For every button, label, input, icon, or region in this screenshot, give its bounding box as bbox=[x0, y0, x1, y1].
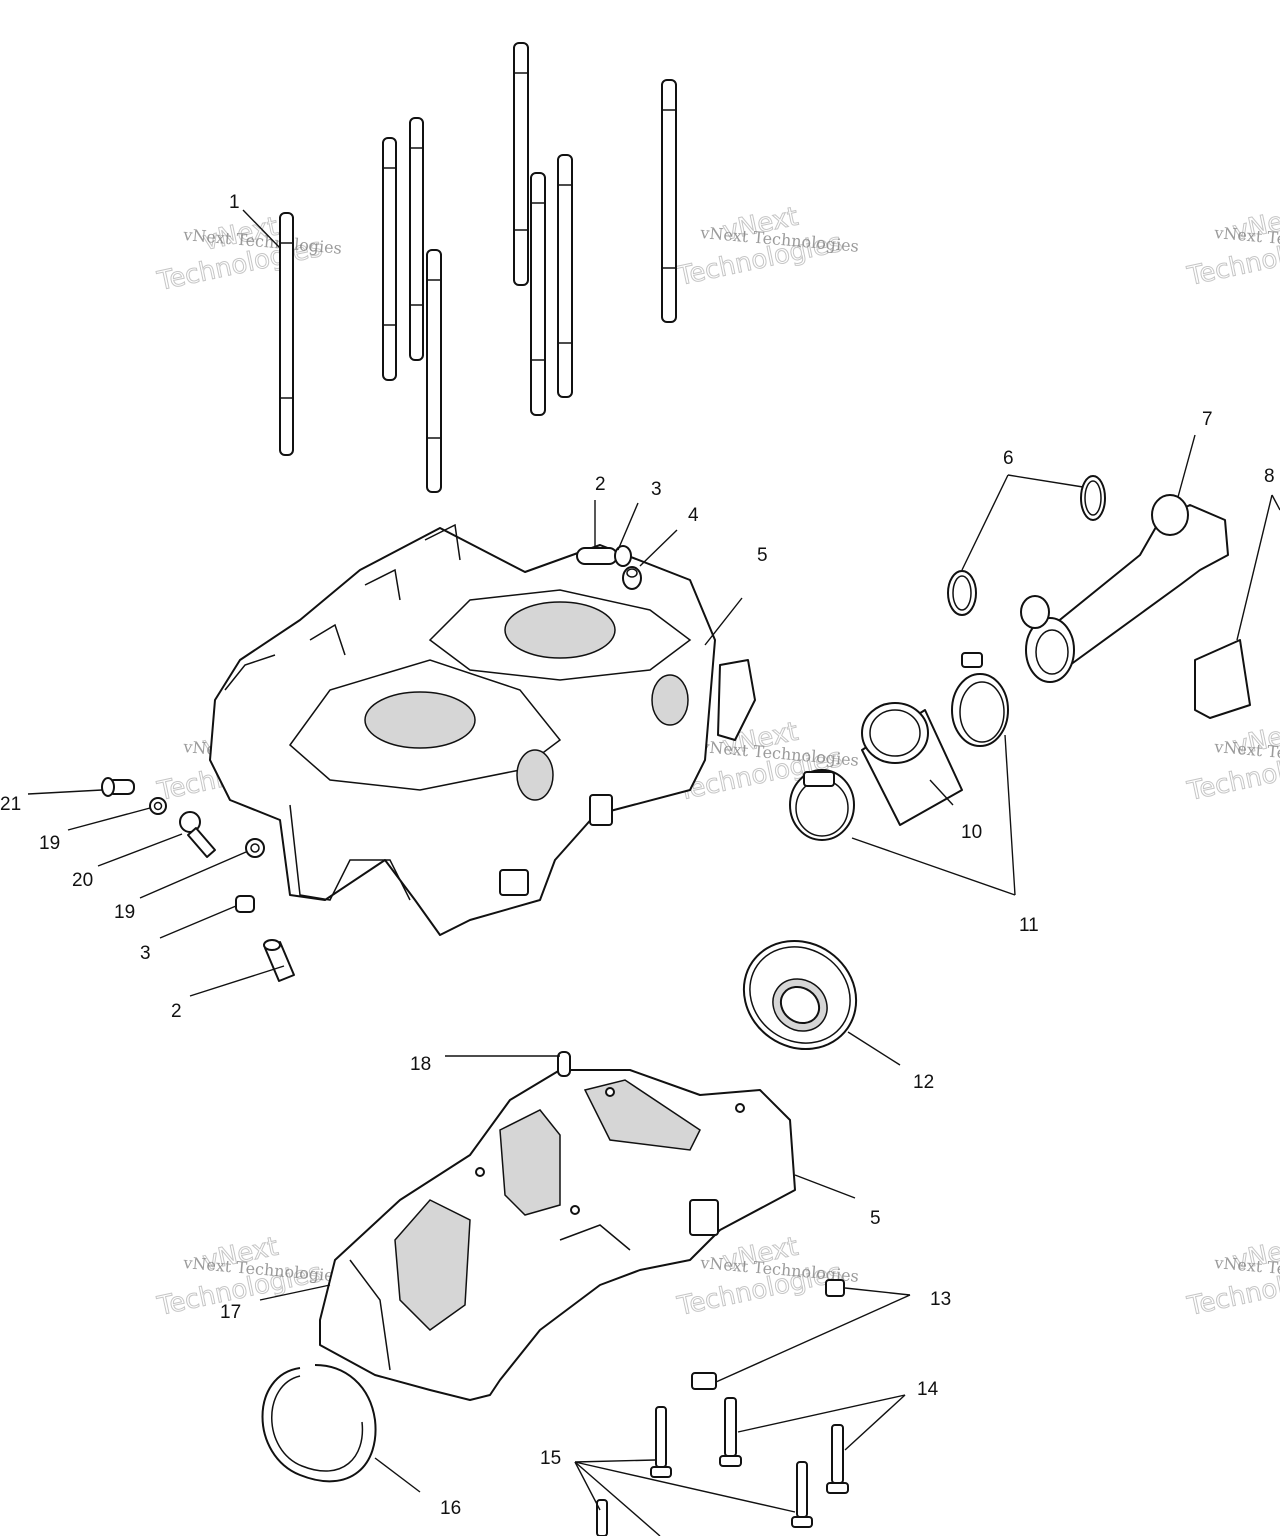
crankcase-bolt-short bbox=[791, 1461, 813, 1528]
hose-clamp bbox=[951, 652, 1009, 747]
watermark-bottom-right: vNext Technologies vNext Technologies bbox=[1184, 1231, 1280, 1322]
callout-12: 12 bbox=[913, 1072, 934, 1093]
callout-3: 3 bbox=[140, 943, 151, 964]
callout-18: 18 bbox=[410, 1054, 431, 1075]
sealing-washer bbox=[245, 838, 265, 858]
callout-17: 17 bbox=[220, 1302, 241, 1323]
callout-5: 5 bbox=[757, 545, 768, 566]
crankshaft-seal bbox=[742, 939, 858, 1051]
cylinder-studs bbox=[279, 42, 677, 493]
sealing-washer bbox=[149, 797, 167, 815]
callout-2: 2 bbox=[595, 474, 606, 495]
callout-19: 19 bbox=[114, 902, 135, 923]
coolant-hose bbox=[861, 702, 963, 826]
crankcase-bolt-short bbox=[596, 1499, 608, 1536]
lower-crankcase bbox=[319, 1069, 796, 1401]
o-ring-top bbox=[622, 566, 642, 590]
dowel-pin-top bbox=[576, 547, 618, 565]
callout-21: 21 bbox=[0, 794, 21, 815]
callout-15: 15 bbox=[540, 1448, 561, 1469]
crankcase-bolt-short bbox=[650, 1406, 672, 1478]
callout-4: 4 bbox=[688, 505, 699, 526]
stud bbox=[530, 172, 546, 416]
retaining-ring bbox=[261, 1364, 377, 1483]
crankcase-bolt bbox=[719, 1397, 742, 1467]
stud bbox=[557, 154, 573, 398]
callout-labels: 1 2 3 4 5 6 7 8 10 11 21 19 20 19 3 2 12… bbox=[0, 192, 1275, 1519]
stud bbox=[382, 137, 397, 381]
stud bbox=[426, 249, 442, 493]
dowel-pin-lower bbox=[557, 1051, 571, 1077]
dowel-pin bbox=[263, 939, 295, 982]
callout-5: 5 bbox=[870, 1208, 881, 1229]
watermark-top-center: vNext Technologies vNext Technologies bbox=[674, 201, 860, 292]
callout-3: 3 bbox=[651, 479, 662, 500]
leader-lines bbox=[27, 209, 1280, 1536]
callout-8: 8 bbox=[1264, 466, 1275, 487]
callout-19: 19 bbox=[39, 833, 60, 854]
callout-14: 14 bbox=[917, 1379, 939, 1400]
oil-seal-small bbox=[235, 895, 255, 913]
callout-1: 1 bbox=[229, 192, 240, 213]
callout-11: 11 bbox=[1019, 915, 1039, 936]
callout-20: 20 bbox=[72, 870, 93, 891]
plug-screw bbox=[825, 1279, 845, 1297]
coolant-elbow-tube bbox=[1020, 494, 1229, 683]
watermark-top-left: vNext Technologies vNext Technologies bbox=[154, 211, 343, 297]
watermark-top-right: vNext Technologies vNext Technologies bbox=[1184, 201, 1280, 292]
callout-10: 10 bbox=[961, 822, 982, 843]
callout-6: 6 bbox=[1003, 448, 1014, 469]
callout-16: 16 bbox=[440, 1498, 461, 1519]
plug-screw bbox=[691, 1372, 717, 1390]
stud bbox=[409, 117, 424, 361]
watermark-bottom-left: vNext Technologies vNext Technologies bbox=[154, 1231, 343, 1322]
banjo-fitting bbox=[179, 811, 216, 858]
callout-2: 2 bbox=[171, 1001, 182, 1022]
mounting-bracket bbox=[1194, 639, 1251, 719]
callout-7: 7 bbox=[1202, 409, 1213, 430]
banjo-bolt bbox=[101, 777, 135, 797]
o-ring-right bbox=[1080, 475, 1106, 521]
stud bbox=[513, 42, 529, 286]
o-ring-left bbox=[947, 570, 977, 616]
oil-seal-small-top bbox=[614, 545, 632, 567]
hose-clamp bbox=[789, 769, 855, 841]
watermark-mid-right: vNext Technologies vNext Technologies bbox=[1184, 716, 1280, 807]
upper-crankcase bbox=[209, 523, 756, 936]
stud bbox=[279, 212, 294, 456]
stud bbox=[661, 79, 677, 323]
callout-13: 13 bbox=[930, 1289, 951, 1310]
crankcase-bolt bbox=[826, 1424, 849, 1494]
